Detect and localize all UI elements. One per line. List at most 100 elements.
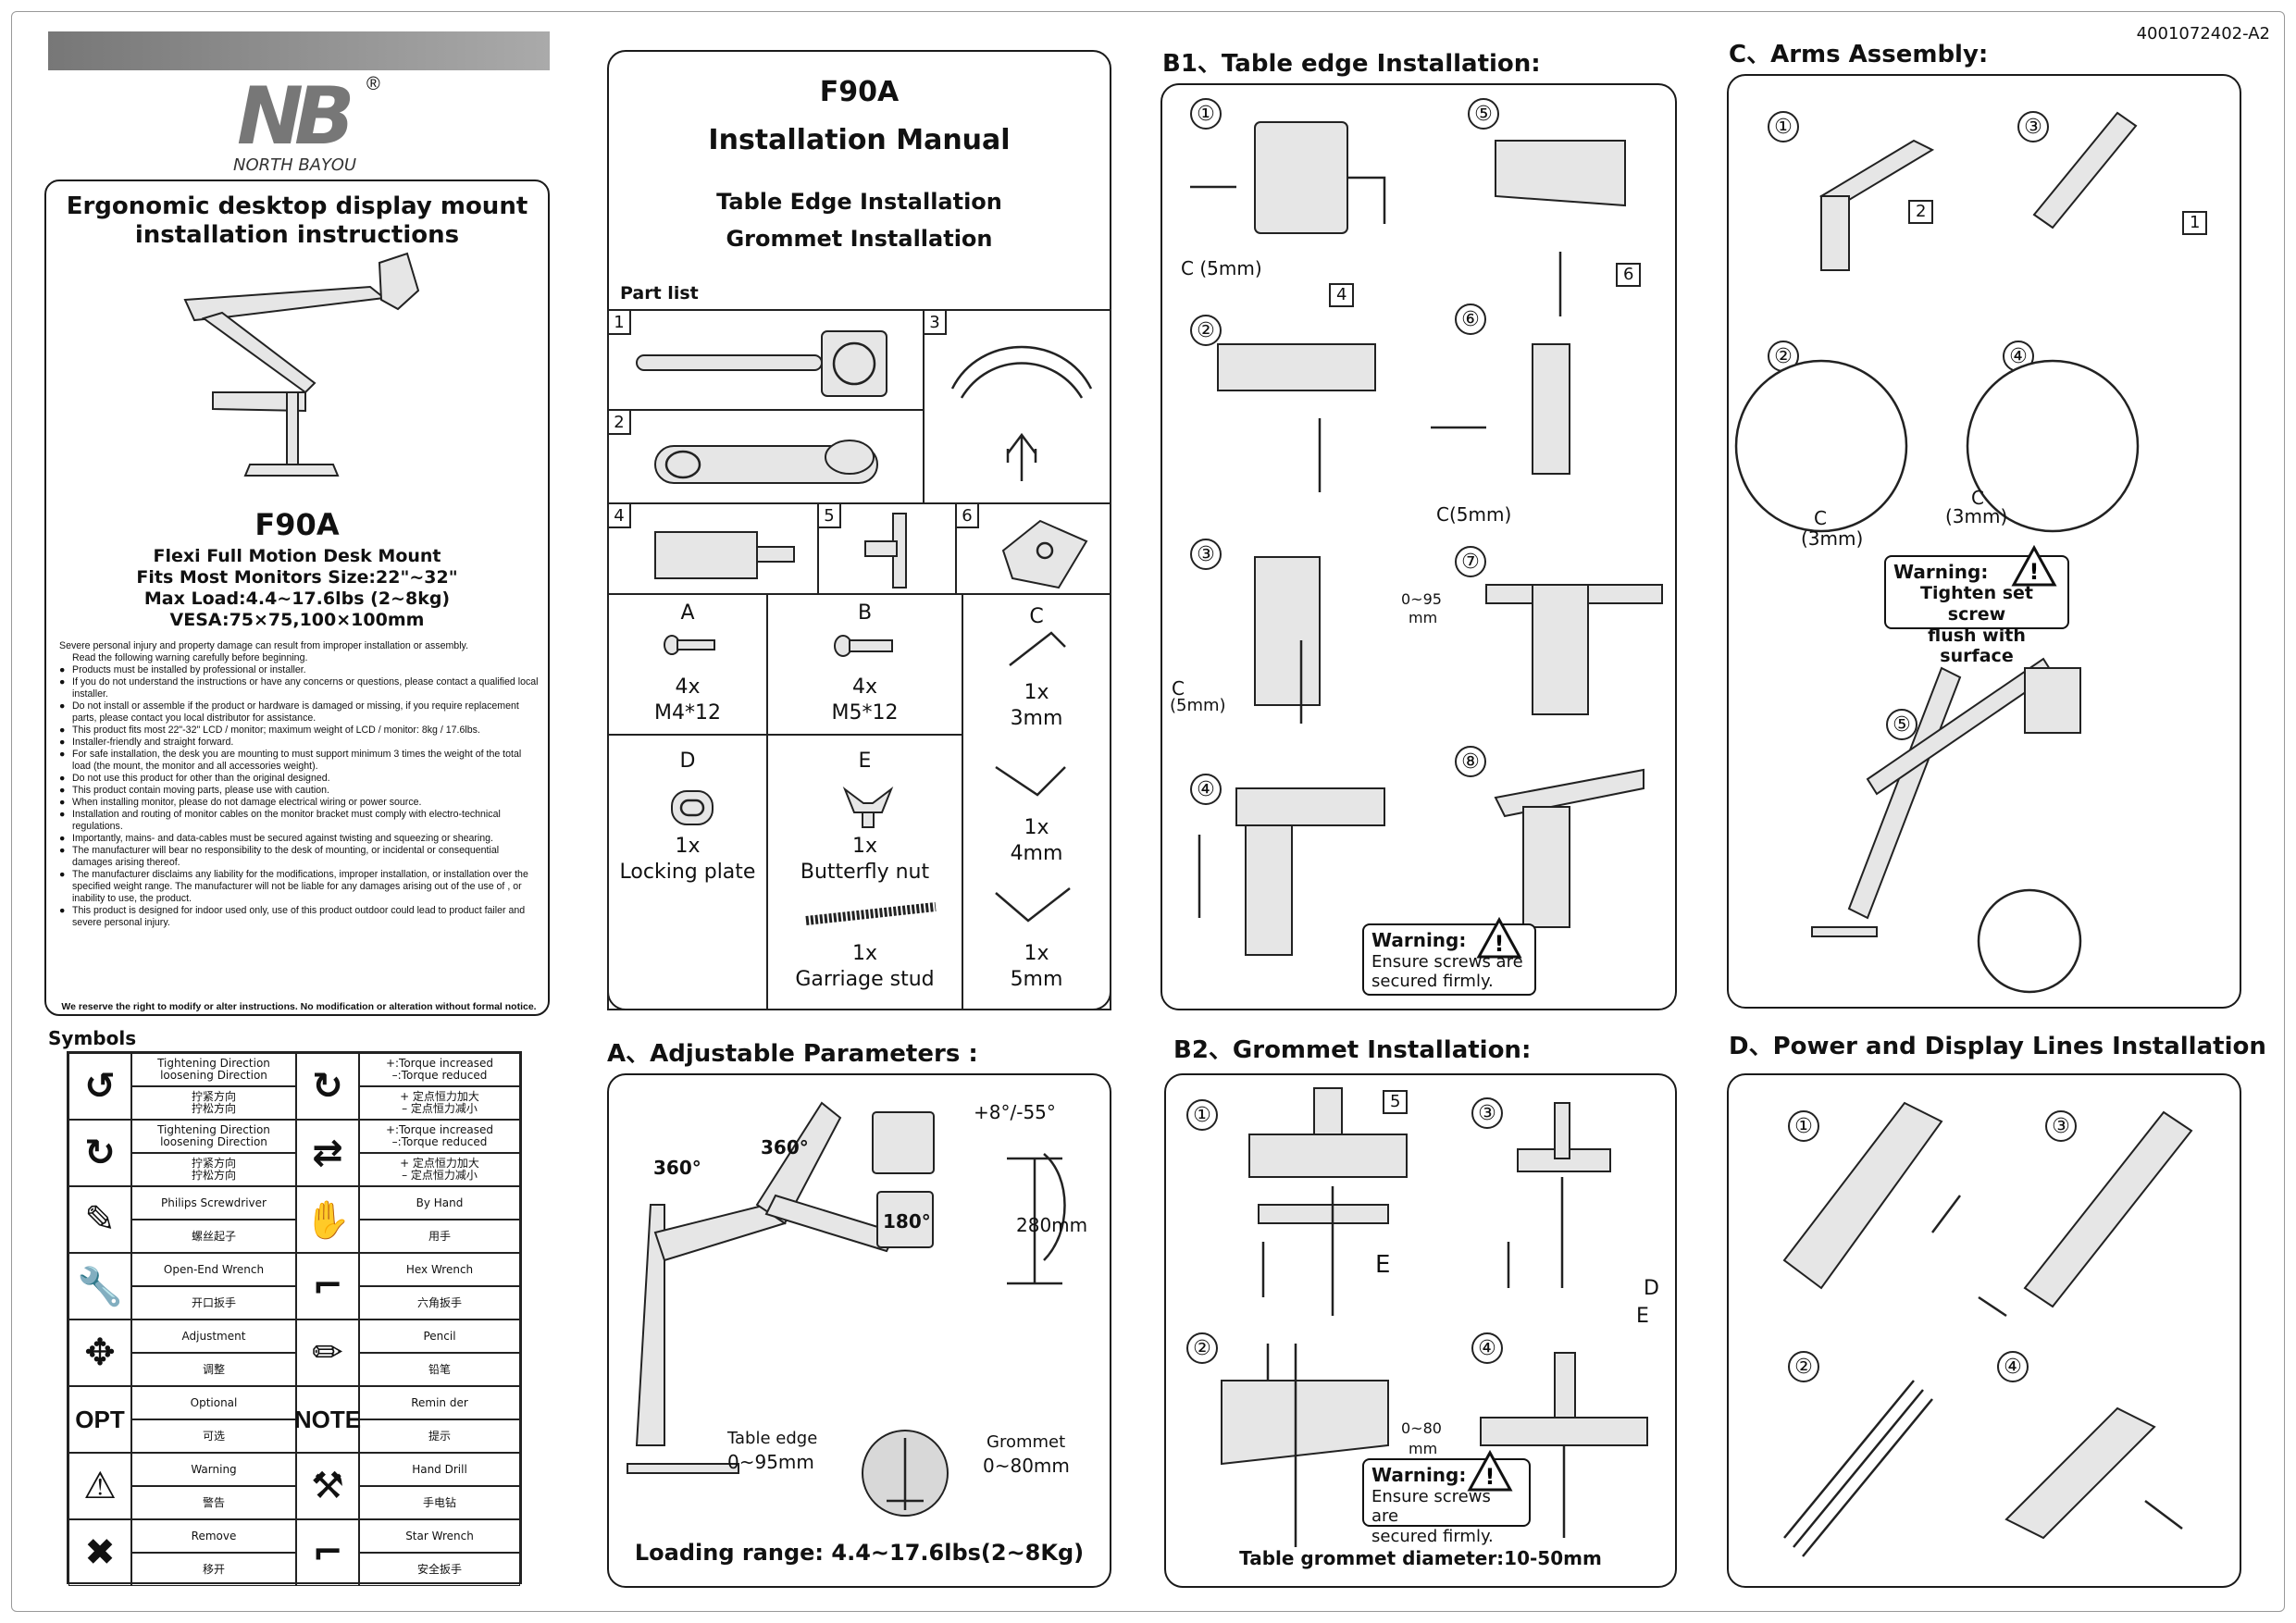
- warning-item-text: This product is designed for indoor used…: [72, 905, 526, 928]
- part-4-number: 4: [609, 504, 631, 528]
- symbol-label-cn: 移开: [131, 1553, 296, 1586]
- b2-step-4: ④: [1471, 1332, 1503, 1364]
- bullet-icon: ●: [59, 725, 66, 736]
- warning-triangle-icon: !: [2011, 544, 2057, 587]
- intro-spec-vesa: VESA:75×75,100×100mm: [169, 610, 425, 630]
- intro-title-line2: installation instructions: [134, 221, 460, 249]
- warning-item-text: For safe installation, the desk you are …: [72, 749, 522, 772]
- pencil-icon: ✏: [296, 1319, 359, 1386]
- c-step-3: ③: [2017, 111, 2049, 142]
- intro-panel: Ergonomic desktop display mount installa…: [44, 180, 550, 1016]
- intro-footer: We reserve the right to modify or alter …: [61, 1001, 537, 1012]
- manual-sub1: Table Edge Installation: [716, 189, 1002, 215]
- b2-warning-line1: Ensure screws are: [1371, 1486, 1491, 1527]
- warning-item: ●Do not install or assemble if the produ…: [59, 700, 539, 725]
- symbol-label-en: Tightening Direction loosening Direction: [131, 1053, 296, 1086]
- warning-item: ● This product is designed for indoor use…: [59, 905, 539, 929]
- carriage-stud-qty: 1x: [851, 942, 878, 965]
- symbols-table: ↺Tightening Direction loosening Directio…: [67, 1051, 522, 1586]
- part-5: 5: [817, 502, 957, 595]
- intro-subtitle: Flexi Full Motion Desk Mount: [153, 546, 441, 566]
- symbol-label-en: Remin der: [359, 1386, 520, 1419]
- symbol-label-en: Hand Drill: [359, 1453, 520, 1486]
- b2-D-label: D: [1644, 1277, 1659, 1300]
- part-D: D 1x Locking plate: [607, 734, 768, 1010]
- b2-step-3: ③: [1471, 1097, 1503, 1129]
- bullet-icon: ●: [59, 869, 66, 880]
- warning-item-text: This product contain moving parts, pleas…: [72, 785, 329, 796]
- product-illustration: [183, 252, 420, 477]
- doc-code: 4001072402-A2: [2136, 24, 2270, 43]
- b2-range-unit: mm: [1409, 1440, 1438, 1457]
- b1-step-5: ⑤: [1468, 98, 1499, 130]
- b1-c5mm-3-letter: C: [1172, 677, 1185, 700]
- b1-step-3: ③: [1190, 539, 1222, 570]
- b2-step-1: ①: [1186, 1099, 1218, 1131]
- c-warning-box: Warning: Tighten set screw flush with su…: [1884, 544, 2069, 666]
- part-C-letter: C: [1029, 605, 1044, 628]
- d-title: D、Power and Display Lines Installation: [1729, 1033, 2266, 1060]
- b1-warning-title: Warning:: [1371, 929, 1467, 951]
- part-2: 2: [607, 409, 925, 504]
- wrench-5mm-size: 5mm: [1010, 968, 1063, 991]
- warning-item: ●Products must be installed by professio…: [59, 664, 539, 676]
- symbol-label-en: Warning: [131, 1453, 296, 1486]
- brand-name: NORTH BAYOU: [233, 155, 357, 175]
- c-c3mm-b-size: (3mm): [1945, 505, 2008, 527]
- carriage-stud-icon: [805, 902, 937, 925]
- hex-wrench-3mm-icon: [1009, 631, 1066, 666]
- c-part-1-label: 1: [2182, 211, 2208, 235]
- bullet-icon: ●: [59, 737, 66, 748]
- symbol-label-cn: 可选: [131, 1419, 296, 1453]
- manual-sub2: Grommet Installation: [726, 226, 993, 252]
- b2-illustrations: [1221, 1087, 1648, 1547]
- c-illustrations: [1734, 111, 2140, 994]
- b2-warning-line2: secured firmly.: [1371, 1526, 1494, 1546]
- hand-drill-icon: ⚒: [296, 1453, 359, 1519]
- symbol-label-cn: 调整: [131, 1353, 296, 1386]
- warning-item-text: Importantly, mains- and data-cables must…: [72, 833, 493, 844]
- adjust-illustration: [627, 1101, 1066, 1517]
- symbol-label-cn: 开口扳手: [131, 1286, 296, 1319]
- b1-c5mm-3-size: (5mm): [1170, 696, 1226, 715]
- d-step-4: ④: [1997, 1351, 2029, 1382]
- registered-mark: ®: [366, 74, 380, 94]
- b1-c5mm-1: C (5mm): [1181, 257, 1262, 279]
- part-1-number: 1: [609, 311, 631, 335]
- part-E-letter: E: [858, 750, 872, 773]
- b2-title: B2、Grommet Installation:: [1173, 1036, 1532, 1064]
- warning-item: ●If you do not understand the instructio…: [59, 676, 539, 700]
- symbol-label-en: +:Torque increased –:Torque reduced: [359, 1053, 520, 1086]
- hex-wrench-icon: ⌐: [296, 1253, 359, 1319]
- intro-title: Ergonomic desktop display mount installa…: [46, 192, 548, 250]
- symbol-label-en: Pencil: [359, 1319, 520, 1353]
- part-6: 6: [955, 502, 1111, 595]
- c-part-2-label: 2: [1908, 200, 1934, 224]
- c-c3mm-a-letter: C: [1814, 507, 1827, 529]
- part-list-title: Part list: [620, 283, 699, 304]
- symbol-label-en: Adjustment: [131, 1319, 296, 1353]
- opt-icon: OPT: [68, 1386, 131, 1453]
- manual-model: F90A: [819, 76, 900, 108]
- table-edge-label: Table edge: [727, 1429, 818, 1448]
- c-title: C、Arms Assembly:: [1729, 41, 1989, 68]
- locking-plate-icon: [671, 790, 714, 825]
- wrench-4mm-size: 4mm: [1010, 842, 1063, 865]
- warning-item-text: Installation and routing of monitor cabl…: [72, 809, 501, 832]
- part-4: 4: [607, 502, 819, 595]
- height-range: 280mm: [1016, 1214, 1088, 1236]
- manual-panel: F90A Installation Manual Table Edge Inst…: [607, 50, 1111, 1010]
- warning-item: ●Do not use this product for other than …: [59, 773, 539, 785]
- symbol-label-cn: 六角扳手: [359, 1286, 520, 1319]
- bullet-icon: ●: [59, 700, 66, 712]
- warning-intro-line2: Read the following warning carefully bef…: [72, 652, 308, 663]
- wrench-3mm-qty: 1x: [1024, 681, 1049, 704]
- star-wrench-icon: ⌐: [296, 1519, 359, 1586]
- part-6-number: 6: [957, 504, 979, 528]
- adjust-panel: 360° 360° +8°/-55° 180° 280mm Table edge…: [607, 1073, 1111, 1588]
- bullet-icon: ●: [59, 905, 66, 916]
- grommet-label: Grommet: [987, 1432, 1066, 1452]
- warning-item: ●This product fits most 22"-32" LCD / mo…: [59, 725, 539, 737]
- c-panel: ① ③ ② ④ ⑤ 2 1 C (3mm) C (3mm) Warning: T…: [1727, 74, 2241, 1009]
- wrench-3mm-size: 3mm: [1010, 707, 1063, 730]
